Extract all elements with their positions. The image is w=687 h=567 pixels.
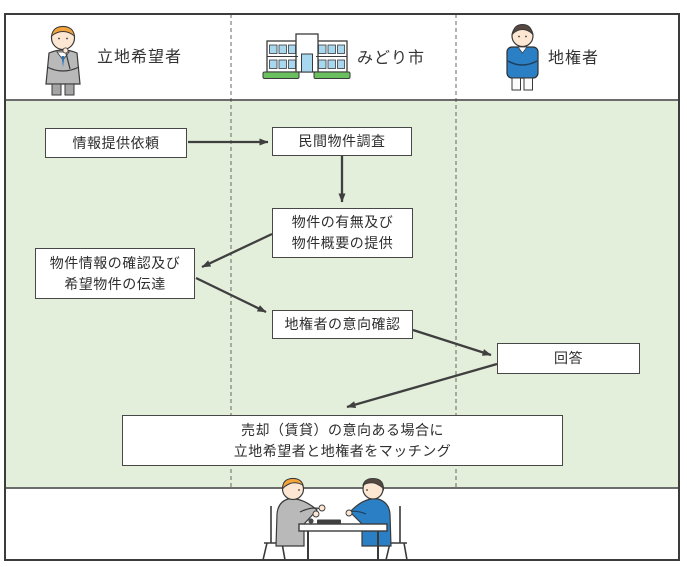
flow-box-matching: 売却（賃貸）の意向ある場合に 立地希望者と地権者をマッチング [122, 415, 563, 466]
arms-crossed-businessman-icon [506, 23, 539, 91]
thinking-businessman-icon [45, 25, 81, 96]
flow-arrow-provide-to-confirm [201, 232, 273, 269]
flow-box-intent-check: 地権者の意向確認 [272, 310, 413, 339]
meeting-illustration [262, 477, 408, 561]
flow-box-label: 物件情報の確認及び [49, 254, 181, 271]
flow-arrow-answer-to-matching [346, 362, 498, 409]
lane-label-city: みどり市 [357, 50, 426, 67]
flow-box-label: 立地希望者と地権者をマッチング [233, 442, 452, 459]
flow-box-label: 希望物件の伝達 [64, 275, 166, 292]
flow-arrow-intent-to-answer [412, 328, 492, 357]
city-hall-icon [262, 33, 351, 79]
flow-box-label: 回答 [554, 350, 583, 366]
flow-box-label: 地権者の意向確認 [284, 316, 401, 332]
flow-arrow-confirm-to-intent [195, 276, 267, 314]
flow-box-info-request: 情報提供依頼 [45, 128, 187, 158]
flow-box-label: 売却（賃貸）の意向ある場合に [241, 421, 444, 438]
flow-box-label: 物件概要の提供 [291, 235, 394, 251]
band-separator-lines [5, 99, 679, 489]
lane-label-locator: 立地希望者 [97, 49, 183, 66]
lane-label-landowner: 地権者 [548, 50, 600, 67]
flow-box-label: 物件の有無及び [291, 214, 394, 230]
flow-box-label: 情報提供依頼 [72, 134, 160, 151]
flow-box-answer: 回答 [497, 343, 640, 374]
flow-box-private-survey: 民間物件調査 [272, 127, 412, 156]
flow-box-confirm-wish: 物件情報の確認及び 希望物件の伝達 [35, 248, 195, 299]
outer-frame [4, 13, 680, 561]
flow-box-label: 民間物件調査 [298, 133, 386, 149]
flow-box-provide-outline: 物件の有無及び 物件概要の提供 [272, 208, 413, 258]
lane-separator-lines [230, 14, 457, 487]
